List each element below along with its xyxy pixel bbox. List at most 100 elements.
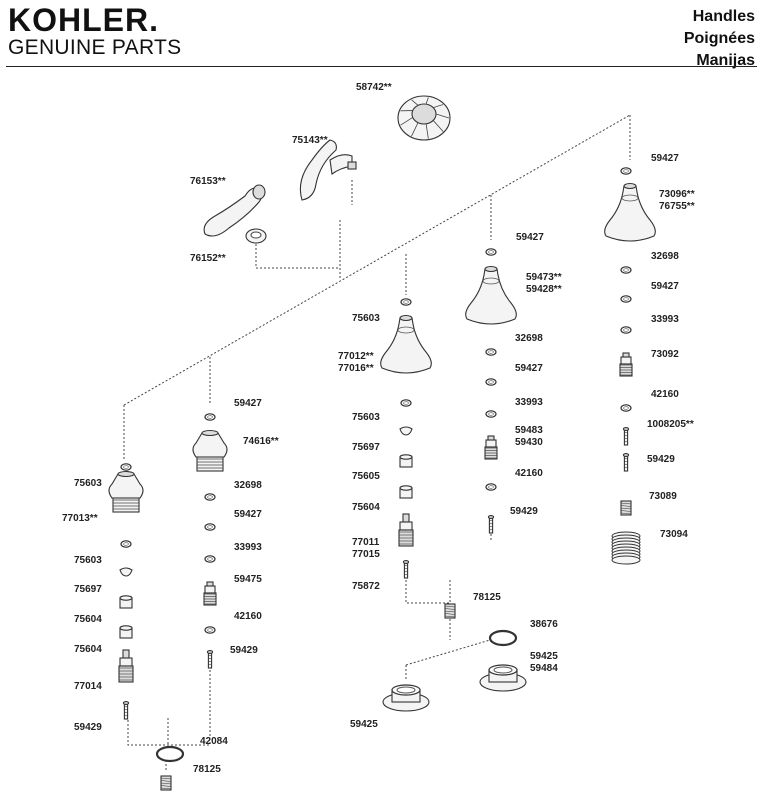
part-number-label-75605: 75605: [352, 471, 380, 482]
part-number-label-77015: 77015: [352, 549, 380, 560]
part-number-label-59429: 59429: [510, 506, 538, 517]
part-number-label-77016: 77016**: [338, 363, 374, 374]
part-illustration-valve-stem: [398, 513, 414, 547]
part-number-label-33993: 33993: [515, 397, 543, 408]
part-number-label-76755: 76755**: [659, 201, 695, 212]
part-number-label-33993: 33993: [234, 542, 262, 553]
part-number-label-58742: 58742**: [356, 82, 392, 93]
part-illustration-clip: [399, 426, 413, 436]
part-number-label-42160: 42160: [651, 389, 679, 400]
brand-block: KOHLER. GENUINE PARTS: [8, 4, 182, 60]
part-number-label-59484: 59484: [530, 663, 558, 674]
part-illustration-sleeve: [119, 595, 133, 609]
part-number-label-75604: 75604: [352, 502, 380, 513]
part-number-label-77013: 77013**: [62, 513, 98, 524]
part-number-label-75697: 75697: [352, 442, 380, 453]
part-illustration-spring: [611, 531, 641, 565]
title-english: Handles: [692, 8, 755, 25]
part-number-label-73089: 73089: [649, 491, 677, 502]
part-illustration-nut: [620, 500, 632, 516]
part-number-label-59427: 59427: [651, 281, 679, 292]
part-illustration-o-ring: [485, 348, 497, 356]
part-number-label-75604: 75604: [74, 614, 102, 625]
part-illustration-knob-body: [192, 429, 228, 472]
part-illustration-sleeve: [119, 625, 133, 639]
part-illustration-o-ring: [485, 483, 497, 491]
part-number-label-32698: 32698: [651, 251, 679, 262]
part-illustration-bell-handle: [465, 265, 517, 325]
part-number-label-42084: 42084: [200, 736, 228, 747]
part-number-label-77012: 77012**: [338, 351, 374, 362]
part-illustration-lever: [299, 139, 357, 201]
part-illustration-bell-handle: [604, 182, 656, 242]
part-number-label-77014: 77014: [74, 681, 102, 692]
part-number-label-75697: 75697: [74, 584, 102, 595]
part-number-label-1008205: 1008205**: [647, 419, 694, 430]
brand-subtitle: GENUINE PARTS: [8, 36, 182, 59]
part-number-labels: 58742**75143**76153**76152**5942773096**…: [62, 82, 695, 775]
part-number-label-59473: 59473**: [526, 272, 562, 283]
part-number-label-76152: 76152**: [190, 253, 226, 264]
part-number-label-73092: 73092: [651, 349, 679, 360]
part-illustration-o-ring: [204, 626, 216, 634]
part-number-label-32698: 32698: [234, 480, 262, 491]
part-number-label-38676: 38676: [530, 619, 558, 630]
part-illustration-nut: [160, 775, 172, 791]
part-illustration-screw: [622, 453, 630, 472]
brand-logo: KOHLER.: [8, 2, 159, 38]
part-number-label-78125: 78125: [193, 764, 221, 775]
part-illustration-lever-small: [203, 184, 266, 237]
part-illustration-o-ring: [620, 295, 632, 303]
part-number-label-75143: 75143**: [292, 135, 328, 146]
part-illustration-o-ring: [485, 248, 497, 256]
part-illustration-nut: [444, 603, 456, 619]
part-illustration-o-ring: [400, 399, 412, 407]
part-number-label-59429: 59429: [647, 454, 675, 465]
part-illustration-screw: [122, 701, 130, 720]
part-number-label-59475: 59475: [234, 574, 262, 585]
page-titles: Handles Poignées Manijas: [684, 6, 755, 72]
part-illustration-o-ring: [620, 167, 632, 175]
title-french: Poignées: [683, 30, 755, 47]
assembly-leader-lines: [123, 114, 631, 770]
part-illustration-o-ring: [620, 266, 632, 274]
part-illustration-ring: [155, 745, 185, 763]
part-number-label-59425: 59425: [350, 719, 378, 730]
part-number-label-78125: 78125: [473, 592, 501, 603]
part-illustration-o-ring: [120, 540, 132, 548]
part-illustration-ring: [488, 629, 518, 647]
part-number-label-59429: 59429: [74, 722, 102, 733]
part-illustration-cartridge: [203, 581, 217, 606]
part-number-label-59427: 59427: [234, 509, 262, 520]
part-illustration-o-ring: [485, 378, 497, 386]
part-number-label-59483: 59483: [515, 425, 543, 436]
part-illustration-o-ring: [204, 523, 216, 531]
part-illustration-knob-body: [108, 470, 144, 513]
part-number-label-33993: 33993: [651, 314, 679, 325]
part-illustration-valve-stem: [118, 649, 134, 683]
part-number-label-59427: 59427: [515, 363, 543, 374]
part-illustrations: [108, 95, 656, 791]
part-illustration-o-ring: [620, 326, 632, 334]
part-illustration-sleeve: [399, 485, 413, 499]
part-number-label-59427: 59427: [234, 398, 262, 409]
part-illustration-clip: [119, 567, 133, 577]
part-illustration-o-ring: [204, 413, 216, 421]
part-number-label-73094: 73094: [660, 529, 688, 540]
part-illustration-flange: [382, 684, 430, 712]
part-illustration-o-ring: [620, 404, 632, 412]
part-illustration-o-ring: [485, 410, 497, 418]
part-illustration-o-ring: [120, 463, 132, 471]
part-number-label-42160: 42160: [515, 468, 543, 479]
part-number-label-75603: 75603: [74, 555, 102, 566]
part-number-label-75603: 75603: [352, 412, 380, 423]
part-number-label-32698: 32698: [515, 333, 543, 344]
part-number-label-73096: 73096**: [659, 189, 695, 200]
part-number-label-75872: 75872: [352, 581, 380, 592]
part-number-label-59425: 59425: [530, 651, 558, 662]
part-illustration-bell-handle: [380, 314, 432, 374]
part-illustration-o-ring: [204, 555, 216, 563]
part-number-label-42160: 42160: [234, 611, 262, 622]
